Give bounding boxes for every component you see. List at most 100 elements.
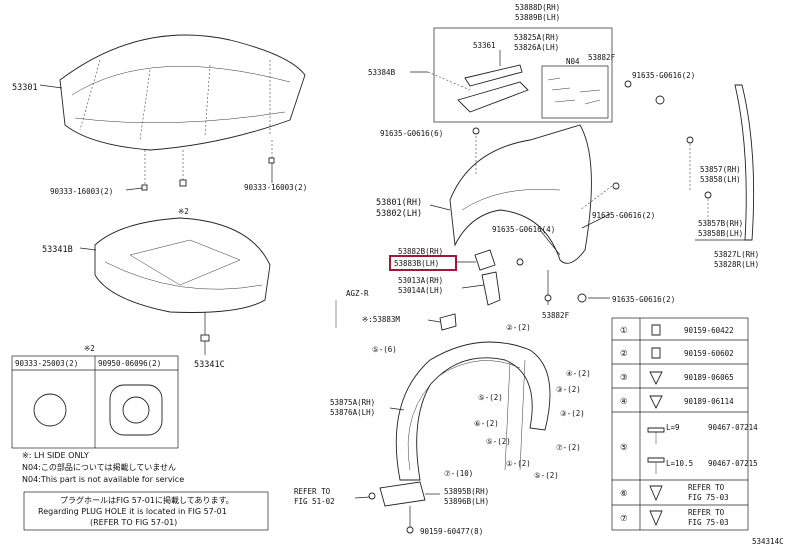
label-c5-6: ⑤-(6)	[372, 345, 397, 354]
front-fender	[429, 124, 620, 266]
clip-icon	[624, 80, 632, 88]
label-c7-10: ⑦-(10)	[444, 469, 473, 478]
label-53825a: 53825A(RH)	[514, 33, 559, 42]
label-53013a: 53013A(RH)	[398, 276, 443, 285]
label-90333-left: 90333-16003(2)	[50, 187, 113, 196]
label-53858b: 53858B(LH)	[698, 229, 743, 238]
legend-part-2: 90159-60602	[684, 349, 734, 358]
bottom-seal	[354, 481, 440, 534]
label-91635-b: 91635-G0616(6)	[380, 129, 443, 138]
label-c4-2: ④-(2)	[566, 369, 591, 378]
label-c5-2b: ⑤-(2)	[486, 437, 511, 446]
legend-part-7: REFER TO	[688, 508, 725, 517]
label-53826a: 53826A(LH)	[514, 43, 559, 52]
label-53014a: 53014A(LH)	[398, 286, 443, 295]
label-53882f-top: 53882F	[588, 53, 616, 62]
label-53888d: 53888D(RH)	[515, 3, 560, 12]
highlight-box	[389, 255, 457, 271]
label-c5-2c: ⑤-(2)	[534, 471, 559, 480]
legend-num-6: ⑥	[620, 489, 628, 499]
legend-part-3: 90189-06065	[684, 373, 734, 382]
note-lh-side: ※: LH SIDE ONLY	[22, 451, 89, 460]
label-53301: 53301	[12, 83, 38, 93]
label-53857b: 53857B(RH)	[698, 219, 743, 228]
catalog-number: 534314C	[752, 537, 784, 546]
legend-num-4: ④	[620, 397, 628, 407]
legend-num-2: ②	[620, 349, 628, 359]
note-plughole-ref: (REFER TO FIG 57-01)	[90, 518, 177, 527]
label-53341b: 53341B	[42, 245, 73, 255]
legend-num-7: ⑦	[620, 514, 628, 524]
plug-hole-note-box	[23, 491, 269, 531]
label-53895b: 53895B(RH)	[444, 487, 489, 496]
label-53883b: 53883B(LH)	[394, 259, 439, 268]
label-53801: 53801(RH)	[376, 198, 422, 208]
legend-len-5b: L=10.5	[666, 459, 693, 468]
seal-53013a	[481, 271, 501, 306]
fastener-legend	[611, 317, 749, 531]
label-c1-2: ①-(2)	[506, 459, 531, 468]
legend-part-1: 90159-60422	[684, 326, 734, 335]
label-c2-2: ②-(2)	[506, 323, 531, 332]
label-c7-2: ⑦-(2)	[556, 443, 581, 452]
label-53802: 53802(LH)	[376, 209, 422, 219]
label-c3-2b: ③-(2)	[560, 409, 585, 418]
legend-part-6-fig: FIG 75-03	[688, 493, 729, 502]
note-plughole-jp: プラグホールはFIG 57-01に掲載してあります。	[60, 495, 234, 505]
label-c6-2: ⑥-(2)	[474, 419, 499, 428]
legend-part-7-fig: FIG 75-03	[688, 518, 729, 527]
label-53875a: 53875A(RH)	[330, 398, 375, 407]
legend-len-5a: L=9	[666, 423, 680, 432]
fender-liner	[335, 300, 551, 481]
legend-num-5: ⑤	[620, 443, 628, 453]
legend-part-4: 90189-06114	[684, 397, 734, 406]
bolt-icon	[655, 95, 665, 105]
label-53828r: 53828R(LH)	[714, 260, 759, 269]
hood-panel	[39, 34, 306, 191]
legend-num-1: ①	[620, 326, 628, 336]
plug-box-left-part: 90333-25003(2)	[15, 359, 78, 368]
legend-part-5a: 90467-07214	[708, 423, 758, 432]
bolt-icon	[577, 293, 587, 303]
label-53896b: 53896B(LH)	[444, 497, 489, 506]
label-53827l: 53827L(RH)	[714, 250, 759, 259]
plug-box-right-part: 90950-06096(2)	[98, 359, 161, 368]
label-53882f-bottom: 53882F	[542, 311, 570, 320]
legend-part-6: REFER TO	[688, 483, 725, 492]
note-n04-en: N04:This part is not available for servi…	[22, 475, 184, 484]
label-91635-d: 91635-G0616(4)	[492, 225, 555, 234]
label-53876a: 53876A(LH)	[330, 408, 375, 417]
plug-hole-box	[11, 355, 179, 449]
label-53882b: 53882B(RH)	[398, 247, 443, 256]
seal-53883b	[474, 249, 496, 271]
label-c3-2a: ③-(2)	[556, 385, 581, 394]
legend-part-5b: 90467-07215	[708, 459, 758, 468]
legend-num-3: ③	[620, 373, 628, 383]
label-91635-a: 91635-G0616(2)	[632, 71, 695, 80]
note-n04-jp: N04:この部品については掲載していません	[22, 462, 176, 472]
label-refer-left-fig: FIG 51-02	[294, 497, 335, 506]
label-91635-c: 91635-G0616(2)	[592, 211, 655, 220]
label-53384b: 53384B	[368, 68, 396, 77]
label-91635-e: 91635-G0616(2)	[612, 295, 675, 304]
label-53361: 53361	[473, 41, 496, 50]
label-53858: 53858(LH)	[700, 175, 741, 184]
plug-box-title: ※2	[84, 344, 95, 353]
label-star-53883m: ※:53883M	[362, 315, 400, 324]
label-refer-left: REFER TO	[294, 487, 331, 496]
label-n04: N04	[566, 57, 580, 66]
label-90333-right: 90333-16003(2)	[244, 183, 307, 192]
label-star2-small: ※2	[178, 207, 189, 216]
note-plughole-en: Regarding PLUG HOLE it is located in FIG…	[38, 507, 227, 516]
clip-icon	[544, 294, 552, 302]
label-53889b: 53889B(LH)	[515, 13, 560, 22]
label-53341c: 53341C	[194, 360, 225, 370]
hood-insulator	[79, 217, 271, 355]
label-c5-2a: ⑤-(2)	[478, 393, 503, 402]
label-53857: 53857(RH)	[700, 165, 741, 174]
side-molding	[686, 84, 755, 241]
label-agz-r: AGZ-R	[346, 289, 369, 298]
molding-box	[410, 27, 613, 123]
